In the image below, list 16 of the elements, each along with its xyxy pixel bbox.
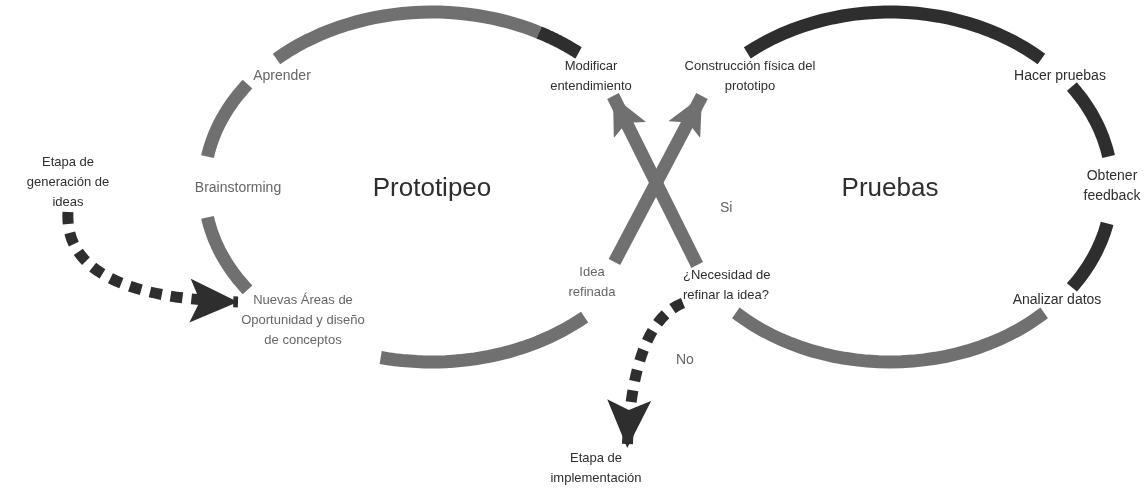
activity-label: Brainstorming xyxy=(193,178,283,197)
dashed-arrow xyxy=(62,211,239,322)
activity-label: Aprender xyxy=(252,66,312,85)
step-label: Modificar entendimiento xyxy=(536,56,646,96)
activity-label: Obtener feedback xyxy=(1082,166,1142,205)
phase-title: Prototipeo xyxy=(371,171,493,204)
step-label: ¿Necesidad de refinar la idea? xyxy=(683,265,801,305)
dashed-arrow xyxy=(608,298,686,449)
activity-label: Analizar datos xyxy=(1011,290,1103,309)
phase-title: Pruebas xyxy=(840,171,940,204)
step-label: Idea refinada xyxy=(560,262,624,302)
step-label: Etapa de generación de ideas xyxy=(12,152,124,212)
step-label: Construcción física del prototipo xyxy=(675,56,825,96)
step-label: Nuevas Áreas de Oportunidad y diseño de conceptos xyxy=(238,290,368,350)
step-label: Etapa de implementación xyxy=(528,448,664,488)
activity-label: Hacer pruebas xyxy=(1013,66,1107,85)
